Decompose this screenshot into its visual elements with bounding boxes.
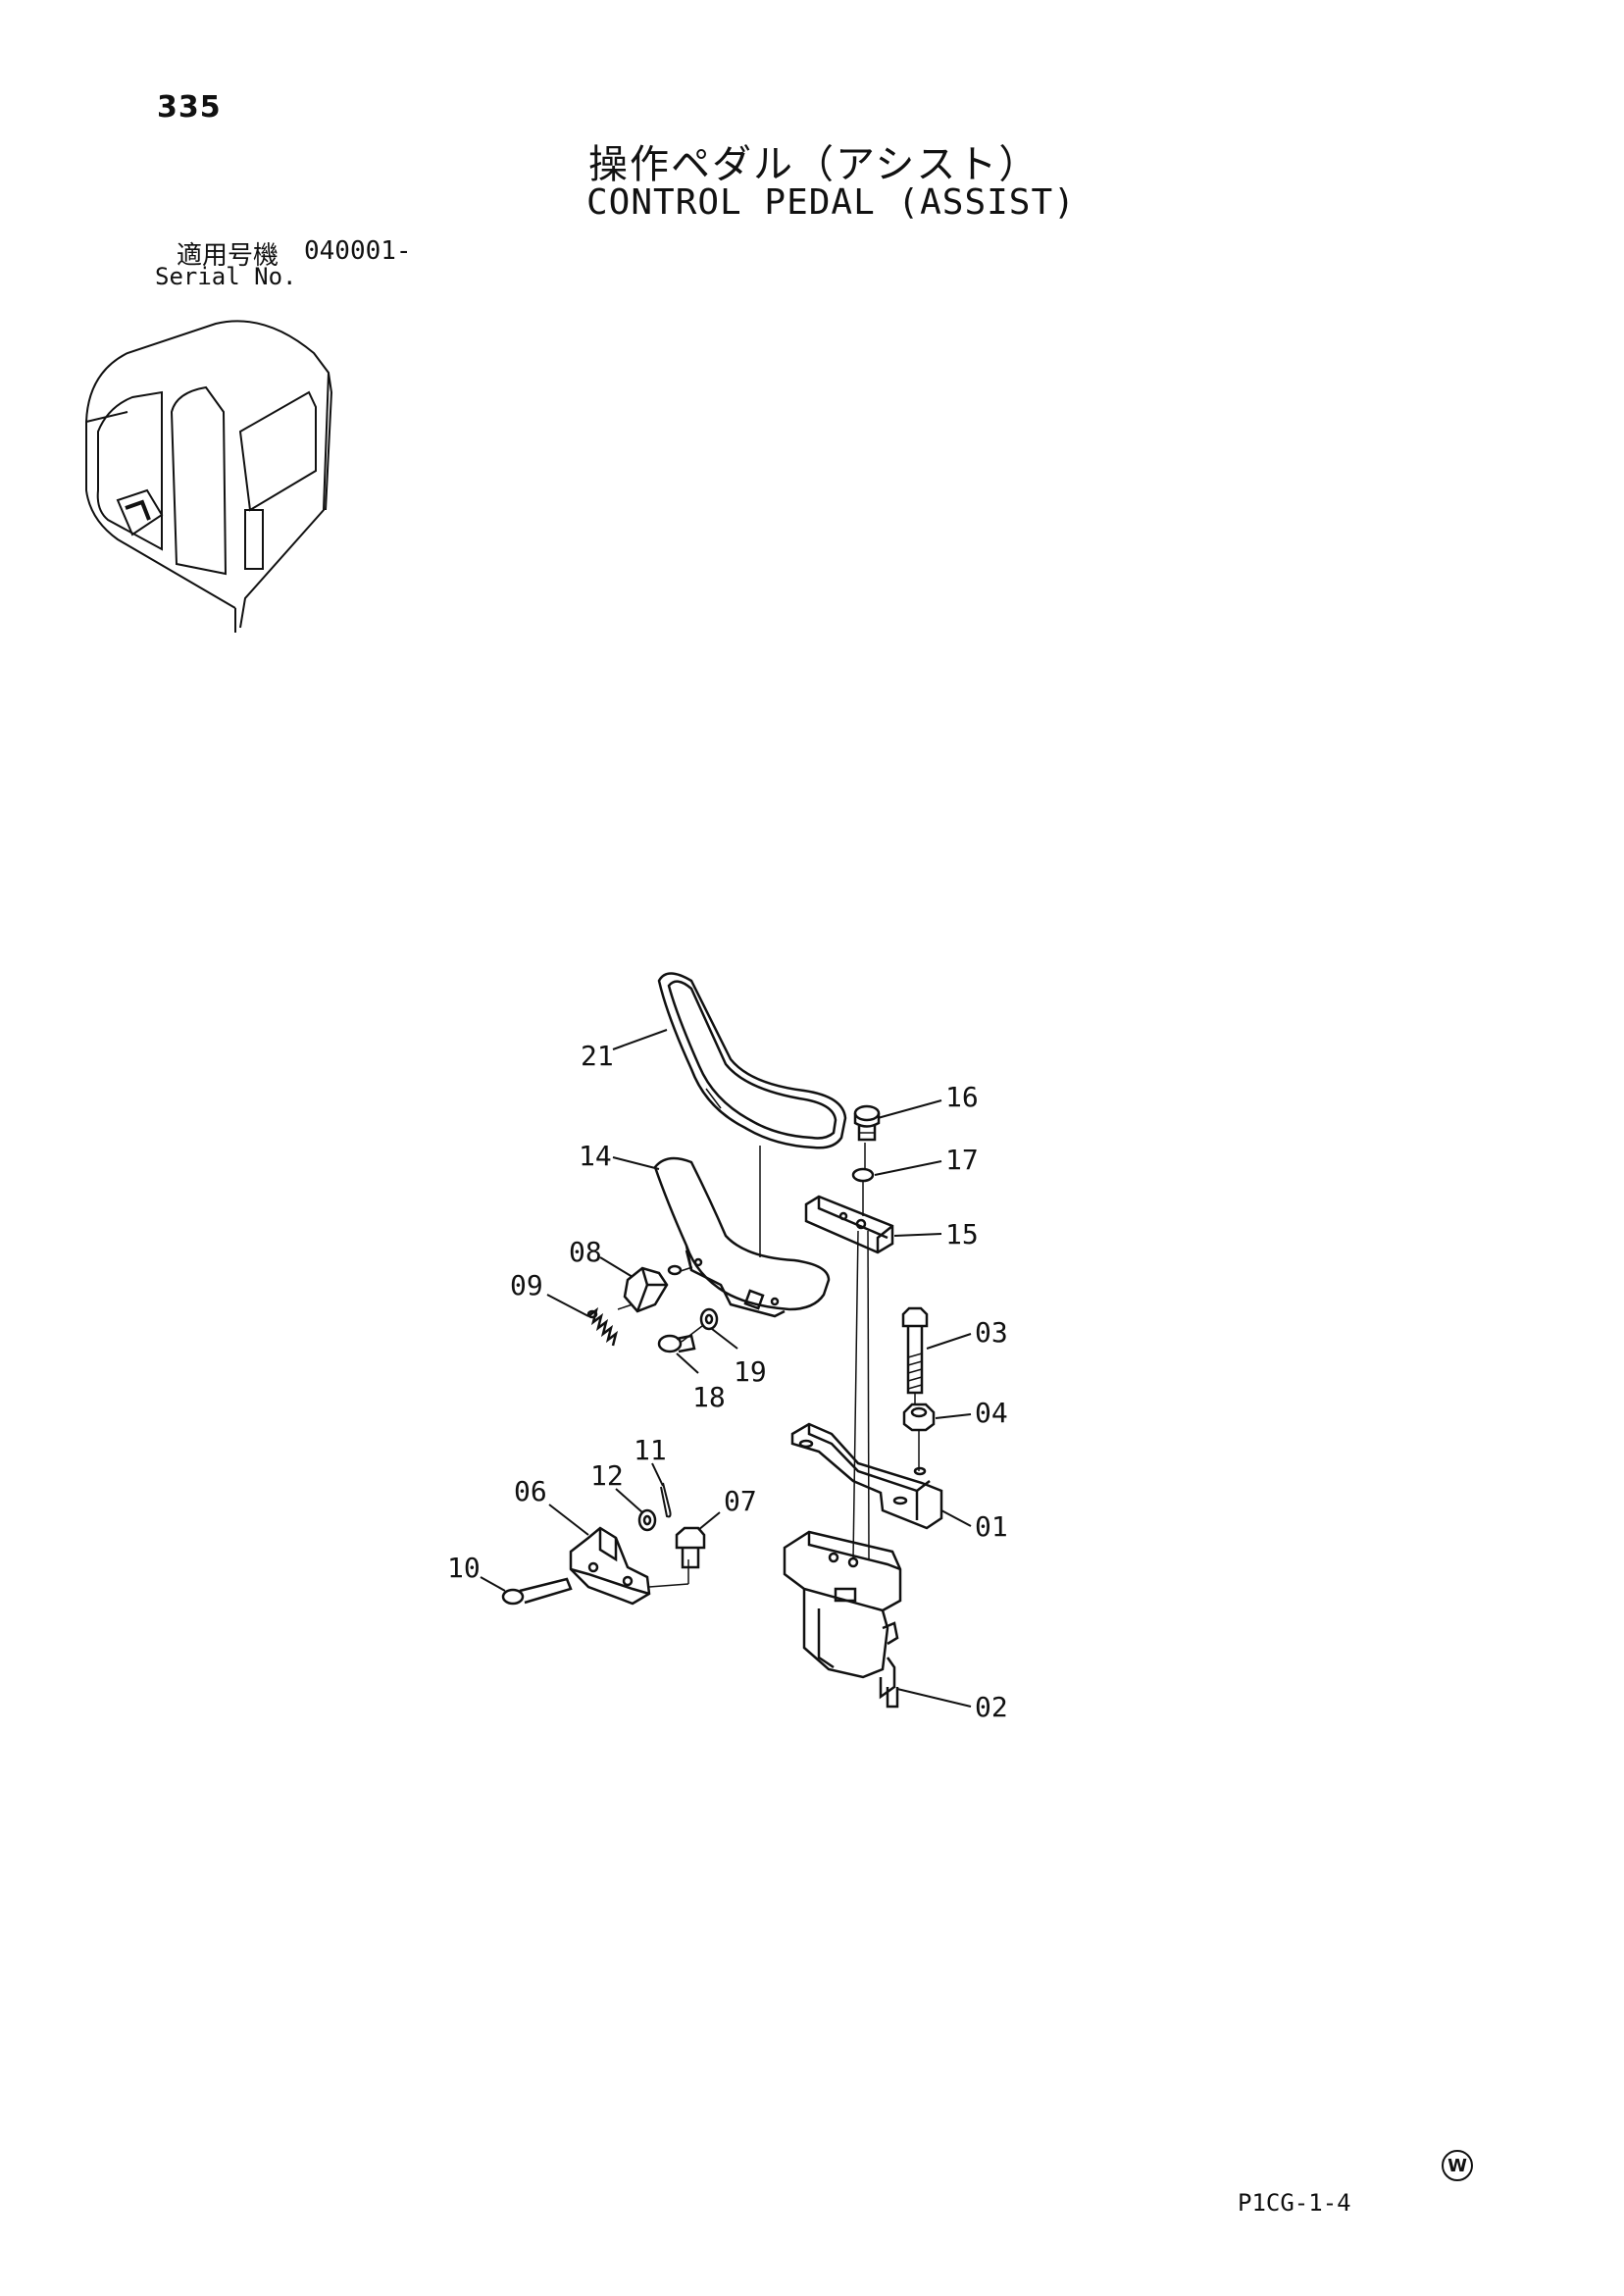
- callout-15: 15: [945, 1218, 979, 1250]
- callout-08: 08: [569, 1236, 602, 1268]
- callout-09: 09: [510, 1269, 543, 1301]
- part-04-nut: [902, 1403, 936, 1432]
- part-15-bracket: [804, 1195, 894, 1254]
- callout-10: 10: [447, 1552, 481, 1584]
- part-18-bolt: [657, 1334, 696, 1353]
- leader-lines: [480, 1029, 972, 1708]
- part-07-bolt: [675, 1526, 706, 1569]
- callout-21: 21: [581, 1040, 614, 1072]
- part-10-pin: [501, 1577, 573, 1606]
- part-19-washer: [699, 1307, 719, 1331]
- callout-01: 01: [975, 1510, 1008, 1543]
- part-11-cotter-pin: [660, 1482, 672, 1518]
- page-title-english: CONTROL PEDAL (ASSIST): [586, 182, 1076, 223]
- callout-18: 18: [692, 1381, 726, 1413]
- callout-12: 12: [590, 1459, 624, 1492]
- serial-number-value: 040001-: [304, 236, 412, 266]
- w-mark-icon: W: [1442, 2150, 1473, 2181]
- callout-17: 17: [945, 1144, 979, 1176]
- serial-label-english: Serial No.: [155, 263, 297, 290]
- part-21-pedal-cover: [657, 972, 847, 1149]
- part-09-spring: [586, 1306, 619, 1347]
- callout-07: 07: [724, 1485, 757, 1517]
- part-12-washer: [637, 1508, 657, 1532]
- part-02-pilot-valve: [783, 1530, 902, 1709]
- callout-labels: 21 16 14 17 15 08 09 03 18 19 04 11 12 0…: [447, 1040, 1008, 1723]
- figure-code: P1CG-1-4: [1238, 2189, 1351, 2217]
- part-08-stopper: [623, 1264, 683, 1313]
- part-16-bolt: [853, 1104, 881, 1142]
- part-01-mount-bracket: [790, 1422, 943, 1530]
- serial-label-japanese: 適用号機: [177, 241, 279, 271]
- part-06-hinge-bracket: [569, 1526, 651, 1606]
- callout-02: 02: [975, 1691, 1008, 1723]
- part-03-long-bolt: [901, 1306, 929, 1395]
- page-title-japanese: 操作ペダル（アシスト）: [588, 142, 1040, 187]
- cab-thumbnail: [85, 320, 333, 633]
- callout-14: 14: [579, 1140, 612, 1172]
- callout-03: 03: [975, 1316, 1008, 1349]
- page-number: 335: [157, 90, 222, 125]
- assembly-lines: [617, 1143, 920, 1588]
- callout-16: 16: [945, 1081, 979, 1113]
- part-17-spring-washer: [851, 1167, 875, 1183]
- callout-06: 06: [514, 1475, 547, 1507]
- callout-04: 04: [975, 1397, 1008, 1429]
- part-14-pedal-plate: [653, 1156, 831, 1318]
- callout-19: 19: [734, 1355, 767, 1388]
- callout-11: 11: [634, 1434, 667, 1466]
